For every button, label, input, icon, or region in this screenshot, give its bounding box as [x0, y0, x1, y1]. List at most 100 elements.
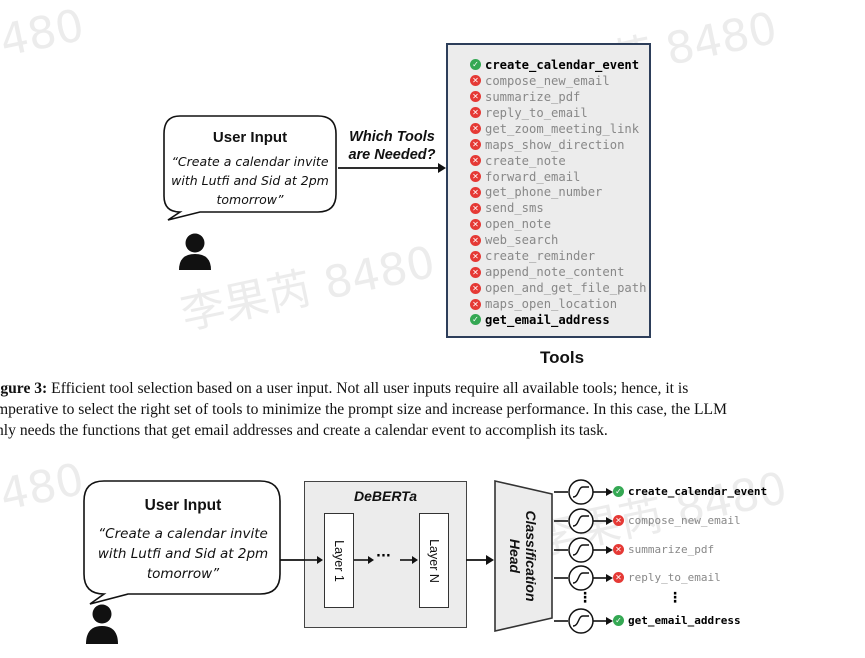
which-tools-question: Which Tools are Needed? — [348, 129, 436, 163]
cross-icon: ✕ — [470, 123, 481, 135]
tool-name: maps_open_location — [485, 297, 618, 312]
tool-item: ✓ create_calendar_event — [470, 57, 649, 73]
sigmoid-output — [554, 608, 613, 634]
deberta-title: DeBERTa — [353, 488, 418, 504]
cross-icon: ✕ — [470, 75, 481, 87]
tool-item: ✕ maps_show_direction — [470, 137, 649, 153]
tool-item: ✕ maps_open_location — [470, 296, 649, 312]
sigmoid-icon — [568, 479, 594, 505]
output-name: get_email_address — [628, 614, 741, 627]
tool-item: ✕ get_zoom_meeting_link — [470, 121, 649, 137]
sigmoid-output — [554, 479, 613, 505]
cross-icon: ✕ — [470, 202, 481, 214]
tool-name: create_reminder — [485, 249, 596, 264]
output-name: summarize_pdf — [628, 543, 715, 556]
output-name: compose_new_email — [628, 514, 741, 527]
cross-icon: ✕ — [470, 171, 481, 183]
cross-icon: ✕ — [470, 139, 481, 151]
output-branches — [554, 479, 613, 634]
sigmoid-icon — [568, 608, 594, 634]
cross-icon: ✕ — [470, 298, 481, 310]
watermark: 480 — [0, 0, 89, 68]
tool-name: open_note — [485, 217, 552, 232]
classification-head-label: Classification Head — [507, 510, 539, 602]
tool-item: ✕ compose_new_email — [470, 73, 649, 89]
check-icon: ✓ — [613, 615, 624, 626]
tool-name: forward_email — [485, 169, 581, 184]
caption-label: igure 3: — [0, 380, 48, 397]
top-user-input-title: User Input — [212, 129, 288, 146]
tool-name: get_email_address — [485, 312, 610, 327]
tool-item: ✕create_note — [470, 153, 649, 169]
tool-item: ✕ forward_email — [470, 169, 649, 185]
cross-icon: ✕ — [470, 186, 481, 198]
layer-ellipsis: ··· — [376, 549, 391, 564]
tool-name: open_and_get_file_path — [485, 281, 647, 296]
output-label: ✕ reply_to_email — [613, 571, 721, 584]
tool-item: ✕web_search — [470, 232, 649, 248]
cross-icon: ✕ — [470, 250, 481, 262]
bottom-user-input-quote: “Create a calendar invite with Lutfi and… — [97, 526, 269, 582]
output-name: reply_to_email — [628, 571, 721, 584]
sigmoid-icon — [568, 565, 594, 591]
tool-item: ✕ append_note_content — [470, 264, 649, 280]
top-user-input-quote: “Create a calendar invite with Lutfi and… — [171, 154, 329, 207]
tool-name: maps_show_direction — [485, 137, 625, 152]
top-speech-bubble — [163, 115, 337, 221]
output-vertical-ellipsis: ⋮ — [578, 590, 592, 606]
deberta-to-head-arrow — [466, 555, 494, 565]
label-vertical-ellipsis: ⋮ — [668, 590, 682, 606]
output-label: ✓ get_email_address — [613, 614, 741, 627]
watermark: 李果芮 8480 — [176, 236, 440, 341]
tool-name: reply_to_email — [485, 105, 588, 120]
cross-icon: ✕ — [470, 282, 481, 294]
tool-name: get_phone_number — [485, 185, 603, 200]
sigmoid-output — [554, 565, 613, 591]
check-icon: ✓ — [470, 314, 481, 326]
tools-panel: ✓ create_calendar_event ✕ compose_new_email… — [446, 43, 651, 338]
check-icon: ✓ — [470, 59, 481, 71]
caption-line: mperative to select the right set of too… — [0, 401, 727, 418]
bottom-user-icon — [86, 604, 118, 644]
tool-item: ✕ reply_to_email — [470, 105, 649, 121]
caption-line: Efficient tool selection based on a user… — [47, 380, 689, 397]
output-label: ✕ summarize_pdf — [613, 543, 714, 556]
layer-1: Layer 1 — [324, 513, 354, 608]
tool-item: ✕ send_sms — [470, 200, 649, 216]
tool-name: create_calendar_event — [485, 57, 640, 72]
cross-icon: ✕ — [470, 266, 481, 278]
tool-name: send_sms — [485, 201, 544, 216]
sigmoid-output — [554, 508, 613, 534]
caption-line: nly needs the functions that get email a… — [0, 422, 608, 439]
cross-icon: ✕ — [470, 91, 481, 103]
cross-icon: ✕ — [470, 218, 481, 230]
tool-name: append_note_content — [485, 265, 625, 280]
figure-caption: igure 3: Efficient tool selection based … — [0, 378, 865, 441]
output-label: ✓ create_calendar_event — [613, 485, 767, 498]
tool-item: ✓ get_email_address — [470, 312, 649, 328]
tool-item: ✕ create_reminder — [470, 248, 649, 264]
deberta-block: DeBERTa Layer 1 Layer N ··· — [304, 481, 467, 628]
cross-icon: ✕ — [470, 234, 481, 246]
tool-name: get_zoom_meeting_link — [485, 121, 640, 136]
cross-icon: ✕ — [613, 572, 624, 583]
sigmoid-icon — [568, 508, 594, 534]
tool-name: create_note — [485, 153, 566, 168]
check-icon: ✓ — [613, 486, 624, 497]
tool-item: ✕ open_note — [470, 216, 649, 232]
output-name: create_calendar_event — [628, 485, 768, 498]
deberta-internal-arrows — [304, 556, 418, 564]
tool-item: ✕ summarize_pdf — [470, 89, 649, 105]
sigmoid-icon — [568, 537, 594, 563]
bottom-speech-bubble — [83, 480, 281, 605]
tool-name: summarize_pdf — [485, 89, 581, 104]
layer-n: Layer N — [419, 513, 449, 608]
cross-icon: ✕ — [613, 544, 624, 555]
sigmoid-output — [554, 537, 613, 563]
classification-head — [494, 480, 553, 632]
tools-label: Tools — [540, 348, 585, 367]
tool-item: ✕ get_phone_number — [470, 185, 649, 201]
cross-icon: ✕ — [470, 107, 481, 119]
tool-name: compose_new_email — [485, 73, 610, 88]
tool-item: ✕ open_and_get_file_path — [470, 280, 649, 296]
